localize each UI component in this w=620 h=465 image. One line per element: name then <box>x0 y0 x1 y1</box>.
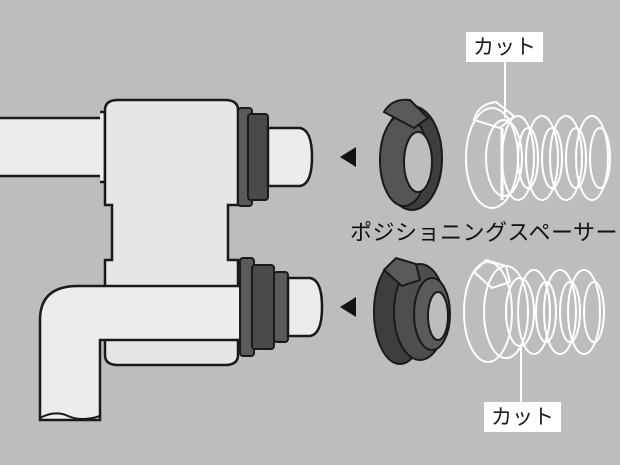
upper-bar <box>0 110 107 184</box>
lower-end-fitting <box>239 257 324 357</box>
cut-label-top: カット <box>466 32 543 62</box>
cut-label-bottom: カット <box>484 402 561 432</box>
triangle-left-icon <box>340 297 356 317</box>
upper-spacer-stack <box>465 100 611 209</box>
upper-spacer-ring <box>379 98 443 211</box>
triangle-left-icon <box>340 147 356 167</box>
spacer-caption: ポジショニングスペーサー <box>350 221 619 246</box>
lower-spacer-ring <box>373 256 451 365</box>
lower-spacer-stack <box>463 258 605 363</box>
upper-end-fitting <box>237 107 314 207</box>
